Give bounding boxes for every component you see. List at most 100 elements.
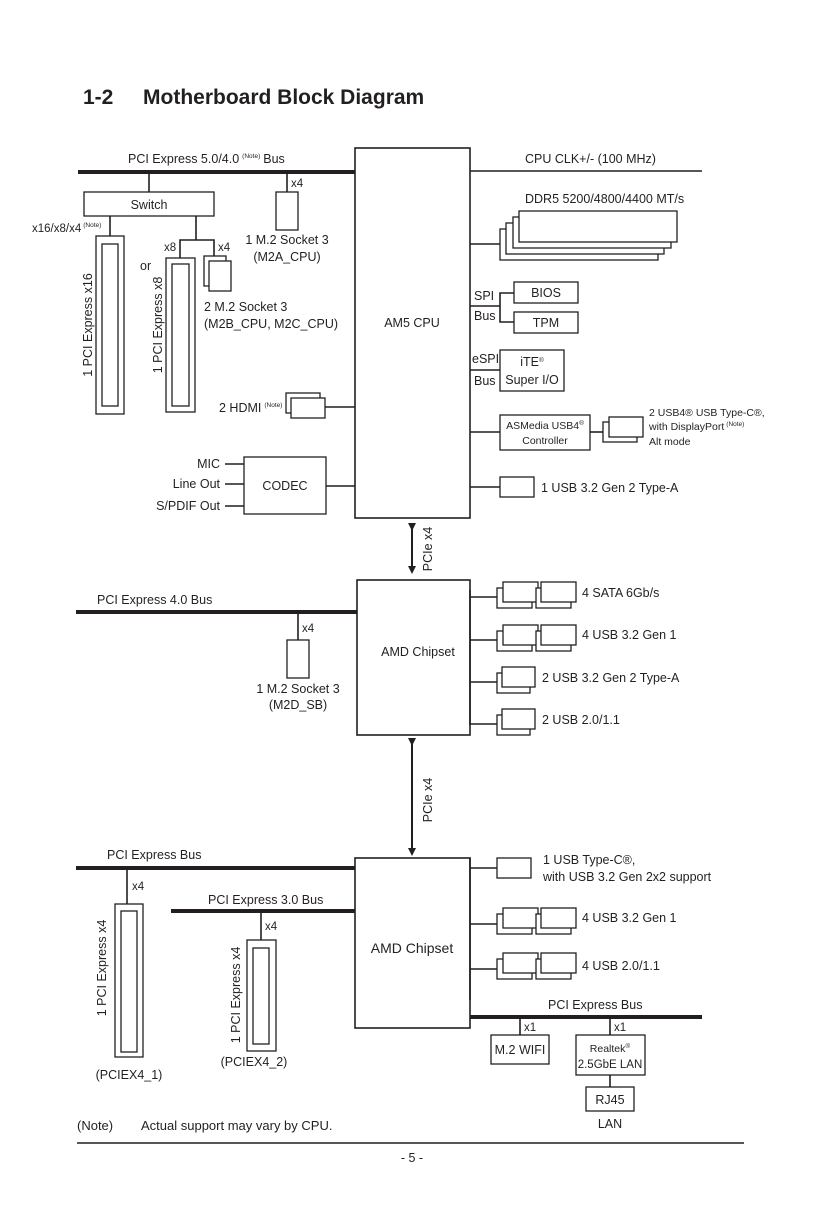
m2d-socket xyxy=(286,639,310,679)
c2-usb32g1-port-2a xyxy=(540,907,577,929)
pcie-bus-label: PCI Express Bus xyxy=(107,848,201,862)
slot1-name: (PCIEX4_1) xyxy=(96,1068,163,1082)
page-number: - 5 - xyxy=(401,1151,423,1165)
superio-block xyxy=(499,349,565,392)
wifi-block xyxy=(490,1034,550,1065)
ddr-dimm-1 xyxy=(518,210,678,243)
typec-port xyxy=(496,857,532,879)
chipset1-block xyxy=(356,579,471,736)
chipset1-label: AMD Chipset xyxy=(381,645,455,659)
pcie5-bus-label: PCI Express 5.0/4.0(Note)Bus xyxy=(128,152,285,166)
slot-x16-label: 1 PCI Express x16 xyxy=(81,273,95,377)
cpu-label: AM5 CPU xyxy=(384,316,440,330)
pciex4-2-slot-inner xyxy=(252,947,270,1045)
m2a-label-2: (M2A_CPU) xyxy=(253,250,320,264)
slot-x8-label: 1 PCI Express x8 xyxy=(151,277,165,374)
bios-label: BIOS xyxy=(531,286,561,300)
usb4-port-line-1: 2 USB4® USB Type-C®, xyxy=(649,407,765,419)
lan-label-2: 2.5GbE LAN xyxy=(578,1059,643,1071)
usb20-port-front xyxy=(501,708,536,730)
switch-block xyxy=(83,191,215,217)
chipset1-port-sata: 4 SATA 6Gb/s xyxy=(582,586,659,600)
m2d-label-1: 1 M.2 Socket 3 xyxy=(256,682,339,696)
c2-usb20-port-2a xyxy=(540,952,577,974)
m2d-label-2: (M2D_SB) xyxy=(269,698,327,712)
pcie-x8-slot-inner xyxy=(171,263,190,407)
chipset2-label: AMD Chipset xyxy=(371,940,454,956)
sata-port-2a xyxy=(540,581,577,603)
m2a-socket xyxy=(275,191,299,231)
usb4-port-line-2: with DisplayPort(Note) xyxy=(648,421,744,433)
lan-lane-label: x1 xyxy=(614,1022,626,1034)
usb4-controller-label-1: ASMedia USB4® xyxy=(506,419,584,432)
espi-label-2: Bus xyxy=(474,374,496,388)
sata-port-1a xyxy=(502,581,539,603)
chipset1-port-usb20: 2 USB 2.0/1.1 xyxy=(542,713,620,727)
usb32g1-port-2a xyxy=(540,624,577,646)
codec-label: CODEC xyxy=(262,479,307,493)
spi-branch xyxy=(499,292,514,323)
superio-label-2: Super I/O xyxy=(505,373,559,387)
m2bc-socket-front xyxy=(208,260,232,292)
lan-label-1: Realtek® xyxy=(590,1042,631,1055)
hdmi-port-front xyxy=(290,397,326,419)
usb-gen2-label: 1 USB 3.2 Gen 2 Type-A xyxy=(541,481,679,495)
pciex4-1-slot-inner xyxy=(120,910,138,1053)
slot1-lane-label: x4 xyxy=(132,881,145,893)
x16-lane-label: x16/x8/x4(Note) xyxy=(32,222,101,235)
x4-lane-label: x4 xyxy=(218,242,231,254)
usb4-controller-block xyxy=(499,414,591,451)
m2a-label-1: 1 M.2 Socket 3 xyxy=(245,233,328,247)
slot2-lane-label: x4 xyxy=(265,921,278,933)
note-text: Actual support may vary by CPU. xyxy=(141,1118,332,1133)
split-branch xyxy=(179,239,215,258)
note-tag: (Note) xyxy=(77,1118,113,1133)
superio-label-1: iTE® xyxy=(520,355,544,369)
tpm-block xyxy=(513,311,579,334)
page-title: Motherboard Block Diagram xyxy=(143,86,424,109)
chipset2-port-usb20: 4 USB 2.0/1.1 xyxy=(582,959,660,973)
m2bc-label-2: (M2B_CPU, M2C_CPU) xyxy=(204,317,338,331)
chipset2-block xyxy=(354,857,471,1029)
pcie4-bus-label: PCI Express 4.0 Bus xyxy=(97,593,212,607)
chipset-link-label: PCIe x4 xyxy=(421,778,435,823)
chipset2-port-usb32g1: 4 USB 3.2 Gen 1 xyxy=(582,911,677,925)
lan-port-label: LAN xyxy=(598,1117,622,1131)
pcie-x16-slot-inner xyxy=(101,243,119,407)
ddr-label: DDR5 5200/4800/4400 MT/s xyxy=(525,192,684,206)
tpm-label: TPM xyxy=(533,316,559,330)
slot2-label: 1 PCI Express x4 xyxy=(229,947,243,1044)
codec-block xyxy=(243,456,327,515)
typec-line-2: with USB 3.2 Gen 2x2 support xyxy=(542,870,712,884)
pcie3-bus-label: PCI Express 3.0 Bus xyxy=(208,893,323,907)
typec-line-1: 1 USB Type-C®, xyxy=(543,853,635,867)
audio-port-spdif: S/PDIF Out xyxy=(156,499,220,513)
usb4-port-front xyxy=(608,416,644,438)
usb4-controller-label-2: Controller xyxy=(522,435,568,447)
x8-lane-label: x8 xyxy=(164,242,176,254)
lan-controller-block xyxy=(575,1034,646,1076)
wifi-label: M.2 WIFI xyxy=(495,1043,546,1057)
spi-label-2: Bus xyxy=(474,309,496,323)
audio-port-mic: MIC xyxy=(197,457,220,471)
rj45-block xyxy=(585,1086,635,1112)
c2-usb32g1-port-1a xyxy=(502,907,539,929)
section-number: 1-2 xyxy=(83,86,113,109)
cpu-clk-label: CPU CLK+/- (100 MHz) xyxy=(525,152,656,166)
slot2-name: (PCIEX4_2) xyxy=(221,1055,288,1069)
usb32g2-port-front xyxy=(501,666,536,688)
m2d-lane-label: x4 xyxy=(302,623,315,635)
usb32g1-port-1a xyxy=(502,624,539,646)
switch-label: Switch xyxy=(131,198,168,212)
usb-gen2-port xyxy=(499,476,535,498)
spi-label-1: SPI xyxy=(474,289,494,303)
usb4-port-line-3: Alt mode xyxy=(649,436,691,448)
audio-port-line-out: Line Out xyxy=(173,477,221,491)
cpu-chipset-link-label: PCIe x4 xyxy=(421,527,435,572)
m2bc-label-1: 2 M.2 Socket 3 xyxy=(204,300,287,314)
bios-block xyxy=(513,281,579,304)
right-pcie-bus-label: PCI Express Bus xyxy=(548,998,642,1012)
hdmi-label: 2 HDMI(Note) xyxy=(219,401,282,415)
or-label: or xyxy=(140,259,151,273)
